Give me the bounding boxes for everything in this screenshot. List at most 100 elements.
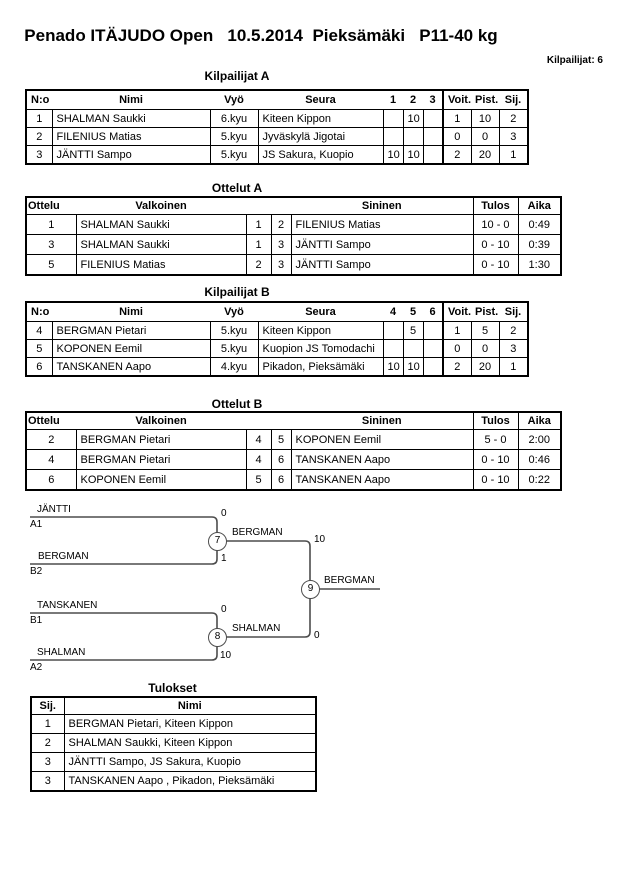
bracket-sf2-winner-score: 0 bbox=[314, 630, 320, 641]
cell-result: 0 - 10 bbox=[472, 469, 519, 491]
section-heading-kilpailijat-b: Kilpailijat B bbox=[204, 285, 270, 299]
cell-result: 0 - 10 bbox=[472, 254, 519, 276]
cell-blue-number: 6 bbox=[270, 469, 292, 491]
cell-blue-name: FILENIUS Matias bbox=[290, 214, 474, 235]
column-header: Pist. bbox=[471, 301, 499, 322]
cell-score: 10 bbox=[382, 357, 404, 377]
cell-result: 0 - 10 bbox=[472, 449, 519, 470]
cell-score bbox=[422, 109, 444, 128]
cell-wins: 1 bbox=[442, 109, 472, 128]
kilpailijat-b-table: N:o Nimi Vyö Seura 4 5 6 Voit. Pist. Sij… bbox=[25, 301, 529, 377]
table-row: 1 SHALMAN Saukki 6.kyu Kiteen Kippon 10 … bbox=[25, 109, 529, 128]
cell-white-name: BERGMAN Pietari bbox=[75, 449, 247, 470]
column-header: Valkoinen bbox=[76, 411, 246, 430]
cell-points: 0 bbox=[470, 339, 500, 358]
cell-match-number: 2 bbox=[25, 429, 77, 450]
bracket-match-7-node: 7 bbox=[208, 532, 227, 551]
cell-points: 5 bbox=[470, 321, 500, 340]
cell-wins: 0 bbox=[442, 127, 472, 146]
cell-name: BERGMAN Pietari bbox=[51, 321, 211, 340]
section-heading-ottelut-a: Ottelut A bbox=[211, 181, 263, 195]
table-row: 3 SHALMAN Saukki 1 3 JÄNTTI Sampo 0 - 10… bbox=[25, 234, 562, 255]
cell-points: 0 bbox=[470, 127, 500, 146]
column-header bbox=[271, 411, 291, 430]
table-row: 3 TANSKANEN Aapo , Pikadon, Pieksämäki bbox=[30, 771, 317, 792]
bracket-sf2-bottom-score: 10 bbox=[220, 650, 232, 661]
column-header: Sij. bbox=[31, 696, 64, 715]
cell-club: JS Sakura, Kuopio bbox=[257, 145, 384, 165]
cell-name: JÄNTTI Sampo bbox=[51, 145, 211, 165]
cell-place: 1 bbox=[498, 145, 529, 165]
column-header bbox=[271, 196, 291, 215]
cell-white-name: BERGMAN Pietari bbox=[75, 429, 247, 450]
table-row: 2 SHALMAN Saukki, Kiteen Kippon bbox=[30, 733, 317, 753]
table-row: 6 TANSKANEN Aapo 4.kyu Pikadon, Pieksämä… bbox=[25, 357, 529, 377]
cell-name: FILENIUS Matias bbox=[51, 127, 211, 146]
table-row: 6 KOPONEN Eemil 5 6 TANSKANEN Aapo 0 - 1… bbox=[25, 469, 562, 491]
cell-blue-number: 5 bbox=[270, 429, 292, 450]
cell-blue-number: 2 bbox=[270, 214, 292, 235]
cell-score: 10 bbox=[402, 357, 424, 377]
cell-time: 0:22 bbox=[517, 469, 562, 491]
table-header-row: N:o Nimi Vyö Seura 1 2 3 Voit. Pist. Sij… bbox=[26, 89, 528, 110]
cell-time: 0:49 bbox=[517, 214, 562, 235]
column-header bbox=[246, 411, 271, 430]
tournament-title: Penado ITÄJUDO Open 10.5.2014 Pieksämäki… bbox=[24, 26, 498, 45]
ottelut-a-table: Ottelu Valkoinen Sininen Tulos Aika 1 SH… bbox=[25, 196, 562, 276]
cell-belt: 5.kyu bbox=[209, 145, 259, 165]
bracket-sf1-top-seed: A1 bbox=[30, 519, 43, 530]
column-header: Tulos bbox=[472, 411, 518, 430]
cell-number: 1 bbox=[25, 109, 53, 128]
column-header: 5 bbox=[403, 301, 423, 322]
column-header: 2 bbox=[403, 89, 423, 110]
column-header: Vyö bbox=[210, 301, 258, 322]
table-row: 1 BERGMAN Pietari, Kiteen Kippon bbox=[30, 714, 317, 734]
cell-blue-number: 3 bbox=[270, 234, 292, 255]
cell-score bbox=[382, 321, 404, 340]
cell-blue-name: JÄNTTI Sampo bbox=[290, 254, 474, 276]
cell-name: KOPONEN Eemil bbox=[51, 339, 211, 358]
column-header: N:o bbox=[26, 89, 52, 110]
cell-blue-number: 3 bbox=[270, 254, 292, 276]
column-header: Ottelu bbox=[26, 196, 76, 215]
cell-belt: 6.kyu bbox=[209, 109, 259, 128]
cell-match-number: 3 bbox=[25, 234, 77, 255]
column-header bbox=[246, 196, 271, 215]
cell-wins: 2 bbox=[442, 145, 472, 165]
cell-place: 2 bbox=[498, 321, 529, 340]
table-row: 4 BERGMAN Pietari 4 6 TANSKANEN Aapo 0 -… bbox=[25, 449, 562, 470]
bracket-final-winner-name: BERGMAN bbox=[324, 575, 375, 586]
cell-white-number: 5 bbox=[245, 469, 272, 491]
cell-name: BERGMAN Pietari, Kiteen Kippon bbox=[63, 714, 317, 734]
column-header: Tulos bbox=[472, 196, 518, 215]
cell-score: 5 bbox=[402, 321, 424, 340]
column-header: Pist. bbox=[471, 89, 499, 110]
bracket-sf1-winner-name: BERGMAN bbox=[232, 527, 283, 538]
cell-score bbox=[382, 109, 404, 128]
cell-blue-name: JÄNTTI Sampo bbox=[290, 234, 474, 255]
cell-blue-name: KOPONEN Eemil bbox=[290, 429, 474, 450]
cell-club: Pikadon, Pieksämäki bbox=[257, 357, 384, 377]
cell-match-number: 1 bbox=[25, 214, 77, 235]
cell-points: 10 bbox=[470, 109, 500, 128]
cell-blue-name: TANSKANEN Aapo bbox=[290, 449, 474, 470]
table-header-row: N:o Nimi Vyö Seura 4 5 6 Voit. Pist. Sij… bbox=[26, 301, 528, 322]
column-header: Sininen bbox=[291, 196, 473, 215]
cell-wins: 0 bbox=[442, 339, 472, 358]
cell-white-number: 2 bbox=[245, 254, 272, 276]
column-header: Nimi bbox=[63, 696, 316, 715]
cell-score bbox=[422, 339, 444, 358]
column-header: Voit. bbox=[442, 89, 471, 110]
column-header: Sij. bbox=[499, 301, 528, 322]
table-header-row: Sij. Nimi bbox=[31, 696, 316, 715]
cell-score bbox=[422, 145, 444, 165]
section-heading-kilpailijat-a: Kilpailijat A bbox=[204, 69, 270, 83]
cell-number: 3 bbox=[25, 145, 53, 165]
table-header-row: Ottelu Valkoinen Sininen Tulos Aika bbox=[26, 196, 561, 215]
cell-result: 5 - 0 bbox=[472, 429, 519, 450]
cell-time: 1:30 bbox=[517, 254, 562, 276]
cell-belt: 5.kyu bbox=[209, 127, 259, 146]
cell-white-name: SHALMAN Saukki bbox=[75, 234, 247, 255]
column-header: Sij. bbox=[499, 89, 528, 110]
